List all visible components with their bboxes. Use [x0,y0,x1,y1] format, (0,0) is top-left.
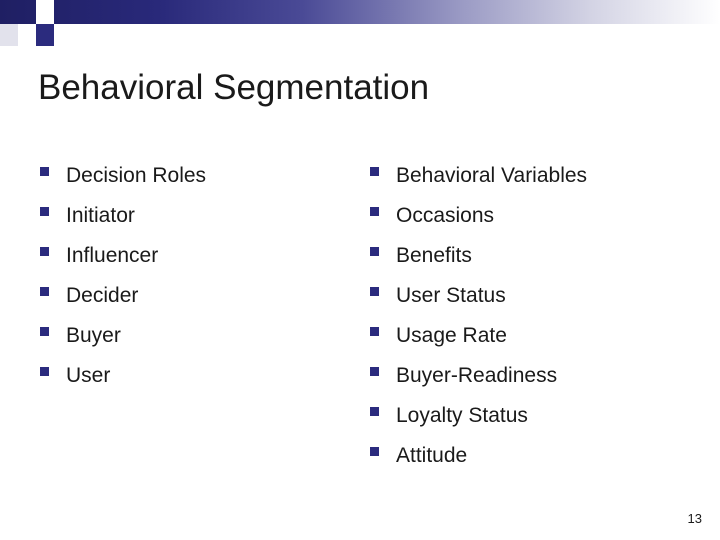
bullet-square-icon [370,367,379,376]
list-item-label: Behavioral Variables [396,164,588,187]
content-columns: Decision Roles Initiator Influencer Deci… [40,156,700,476]
list-item: Attitude [370,436,700,476]
list-item-label: Loyalty Status [396,404,528,427]
list-item-label: Decision Roles [66,164,207,187]
gradient-bar [0,0,720,24]
list-item-label: Occasions [396,204,495,227]
bullet-square-icon [370,447,379,456]
list-item: Occasions [370,196,700,236]
list-item-label: User Status [396,284,506,307]
list-item: User [40,356,370,396]
list-item-label: Decider [66,284,139,307]
list-item-label: Attitude [396,444,468,467]
list-item: Initiator [40,196,370,236]
list-item-label: Usage Rate [396,324,507,347]
bullet-square-icon [40,247,49,256]
list-item: Influencer [40,236,370,276]
deco-square-4 [54,24,72,46]
bullet-square-icon [40,367,49,376]
bullet-square-icon [370,167,379,176]
deco-square-1 [0,24,18,46]
deco-square-5 [36,0,54,24]
list-item: Loyalty Status [370,396,700,436]
list-item: Decider [40,276,370,316]
list-item-label: User [66,364,111,387]
list-item: Benefits [370,236,700,276]
page-title: Behavioral Segmentation [38,68,430,107]
bullet-square-icon [370,287,379,296]
header-decoration [0,0,720,46]
list-item-label: Benefits [396,244,472,267]
column-decision-roles: Decision Roles Initiator Influencer Deci… [40,156,370,476]
list-item-label: Buyer [66,324,121,347]
column-behavioral-variables: Behavioral Variables Occasions Benefits … [370,156,700,476]
list-item-label: Influencer [66,244,159,267]
list-item: User Status [370,276,700,316]
deco-square-2 [18,24,36,46]
page-number: 13 [687,511,702,526]
list-item-label: Buyer-Readiness [396,364,558,387]
list-item: Behavioral Variables [370,156,700,196]
deco-square-3 [36,24,54,46]
bullet-square-icon [40,287,49,296]
list-item-label: Initiator [66,204,135,227]
bullet-square-icon [370,207,379,216]
bullet-square-icon [370,327,379,336]
list-item: Decision Roles [40,156,370,196]
bullet-square-icon [370,407,379,416]
bullet-square-icon [40,207,49,216]
list-item: Buyer-Readiness [370,356,700,396]
list-item: Buyer [40,316,370,356]
list-item: Usage Rate [370,316,700,356]
bullet-square-icon [40,327,49,336]
bullet-square-icon [40,167,49,176]
bullet-square-icon [370,247,379,256]
